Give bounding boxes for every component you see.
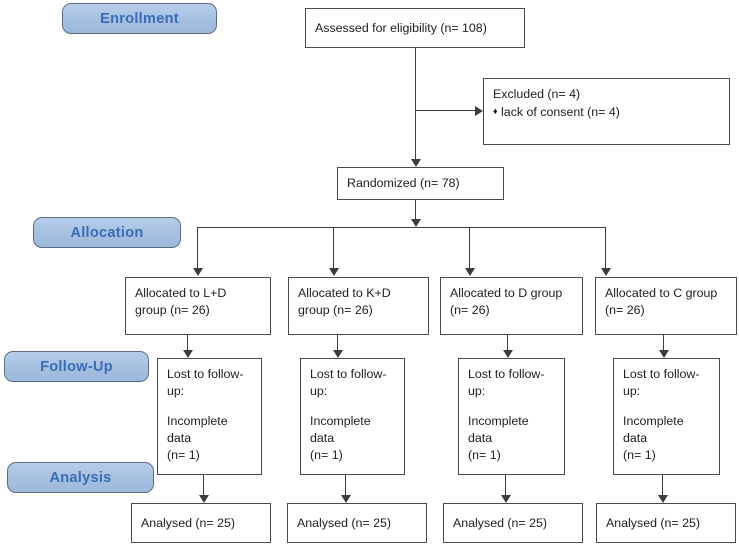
connector-split-to-arm-1: [197, 227, 198, 268]
node-followup-arm-4: Lost to follow- up: Incomplete data (n= …: [613, 358, 720, 475]
arrow-arm-2-followup-to-analysed: [341, 495, 351, 503]
arrow-assessed-to-excluded: [475, 106, 483, 116]
node-followup-arm-1-line4: (n= 1): [167, 448, 200, 462]
node-analysed-arm-1: Analysed (n= 25): [131, 503, 271, 543]
node-analysed-arm-2: Analysed (n= 25): [287, 503, 427, 543]
arrow-arm-3-followup-to-analysed: [501, 495, 511, 503]
node-followup-arm-2-line4: (n= 1): [310, 448, 343, 462]
connector-assessed-to-excluded: [416, 110, 475, 111]
node-assessed-for-eligibility: Assessed for eligibility (n= 108): [305, 8, 525, 48]
arrow-assessed-to-randomized: [411, 159, 421, 167]
node-followup-arm-4-line3: Incomplete data: [623, 414, 688, 445]
node-followup-arm-3-line3: Incomplete data: [468, 414, 533, 445]
node-allocated-arm-3-line1: Allocated to D group: [450, 286, 563, 300]
stage-label-followup-text: Follow-Up: [40, 358, 113, 375]
node-analysed-arm-3-text: Analysed (n= 25): [453, 515, 548, 530]
node-allocated-arm-4-line2: (n= 26): [605, 303, 645, 317]
stage-label-allocation: Allocation: [33, 217, 181, 248]
node-followup-arm-4-line4: (n= 1): [623, 448, 656, 462]
arrow-arm-2-alloc-to-followup: [333, 350, 343, 358]
node-allocated-arm-2-line1: Allocated to K+D: [298, 286, 391, 300]
node-randomized-text: Randomized (n= 78): [347, 176, 460, 190]
connector-split-to-arm-4: [605, 227, 606, 268]
connector-arm-4-followup-to-analysed: [662, 475, 663, 495]
arrow-arm-4-followup-to-analysed: [658, 495, 668, 503]
node-allocated-arm-2-line2: group (n= 26): [298, 303, 373, 317]
node-followup-arm-3: Lost to follow- up: Incomplete data (n= …: [458, 358, 565, 475]
node-randomized: Randomized (n= 78): [337, 167, 504, 200]
node-analysed-arm-4: Analysed (n= 25): [596, 503, 736, 543]
connector-arm-1-followup-to-analysed: [203, 475, 204, 495]
connector-assessed-to-randomized: [415, 48, 416, 159]
node-followup-arm-2-line1: Lost to follow-: [310, 367, 387, 381]
connector-arm-3-followup-to-analysed: [505, 475, 506, 495]
arrow-arm-1-alloc-to-followup: [183, 350, 193, 358]
node-allocated-arm-4-line1: Allocated to C group: [605, 286, 718, 300]
arrow-split-to-arm-2: [329, 268, 339, 276]
node-analysed-arm-2-text: Analysed (n= 25): [297, 515, 392, 530]
stage-label-analysis: Analysis: [7, 462, 154, 493]
node-analysed-arm-4-text: Analysed (n= 25): [606, 515, 701, 530]
node-excluded-title: Excluded (n= 4): [493, 87, 581, 101]
node-allocated-arm-1-line2: group (n= 26): [135, 303, 210, 317]
connector-arm-3-alloc-to-followup: [507, 335, 508, 350]
node-followup-arm-3-line2: up:: [468, 384, 486, 398]
stage-label-followup: Follow-Up: [4, 351, 149, 382]
node-excluded-reason: ♦ lack of consent (n= 4): [493, 103, 720, 121]
node-allocated-arm-4: Allocated to C group (n= 26): [595, 277, 737, 335]
node-followup-arm-2-line3: Incomplete data: [310, 414, 375, 445]
stage-label-enrollment: Enrollment: [62, 3, 217, 34]
node-analysed-arm-1-text: Analysed (n= 25): [141, 515, 236, 530]
node-followup-arm-3-spacer: [468, 400, 555, 413]
node-allocated-arm-3: Allocated to D group (n= 26): [440, 277, 583, 335]
node-followup-arm-2-line2: up:: [310, 384, 328, 398]
node-followup-arm-1-line2: up:: [167, 384, 185, 398]
stage-label-analysis-text: Analysis: [49, 469, 112, 486]
node-allocated-arm-3-line2: (n= 26): [450, 303, 490, 317]
node-followup-arm-3-line4: (n= 1): [468, 448, 501, 462]
connector-arm-2-alloc-to-followup: [337, 335, 338, 350]
node-followup-arm-4-line1: Lost to follow-: [623, 367, 700, 381]
connector-split-to-arm-2: [333, 227, 334, 268]
node-followup-arm-1-spacer: [167, 400, 252, 413]
node-followup-arm-1-line3: Incomplete data: [167, 414, 232, 445]
node-followup-arm-4-spacer: [623, 400, 710, 413]
node-excluded: Excluded (n= 4) ♦ lack of consent (n= 4): [483, 78, 730, 145]
node-excluded-reason-text: lack of consent (n= 4): [501, 105, 620, 119]
connector-arm-2-followup-to-analysed: [345, 475, 346, 495]
connector-arm-1-alloc-to-followup: [187, 335, 188, 350]
node-allocated-arm-1: Allocated to L+D group (n= 26): [125, 277, 271, 335]
node-followup-arm-3-line1: Lost to follow-: [468, 367, 545, 381]
connector-arm-4-alloc-to-followup: [663, 335, 664, 350]
arrow-arm-1-followup-to-analysed: [199, 495, 209, 503]
diamond-bullet-icon: ♦: [493, 106, 498, 116]
connector-split-to-arm-3: [469, 227, 470, 268]
stage-label-allocation-text: Allocation: [70, 224, 144, 241]
arrow-randomized-down: [411, 219, 421, 227]
arrow-split-to-arm-1: [193, 268, 203, 276]
arrow-arm-4-alloc-to-followup: [659, 350, 669, 358]
node-allocated-arm-2: Allocated to K+D group (n= 26): [288, 277, 429, 335]
stage-label-enrollment-text: Enrollment: [100, 10, 179, 27]
node-followup-arm-2-spacer: [310, 400, 395, 413]
node-assessed-text: Assessed for eligibility (n= 108): [315, 20, 487, 35]
node-analysed-arm-3: Analysed (n= 25): [443, 503, 583, 543]
connector-randomized-down: [415, 200, 416, 219]
node-followup-arm-1-line1: Lost to follow-: [167, 367, 244, 381]
connector-allocation-split-bar: [197, 227, 606, 228]
node-followup-arm-2: Lost to follow- up: Incomplete data (n= …: [300, 358, 405, 475]
node-allocated-arm-1-line1: Allocated to L+D: [135, 286, 227, 300]
arrow-split-to-arm-4: [601, 268, 611, 276]
node-followup-arm-1: Lost to follow- up: Incomplete data (n= …: [157, 358, 262, 475]
node-followup-arm-4-line2: up:: [623, 384, 641, 398]
arrow-arm-3-alloc-to-followup: [503, 350, 513, 358]
arrow-split-to-arm-3: [465, 268, 475, 276]
